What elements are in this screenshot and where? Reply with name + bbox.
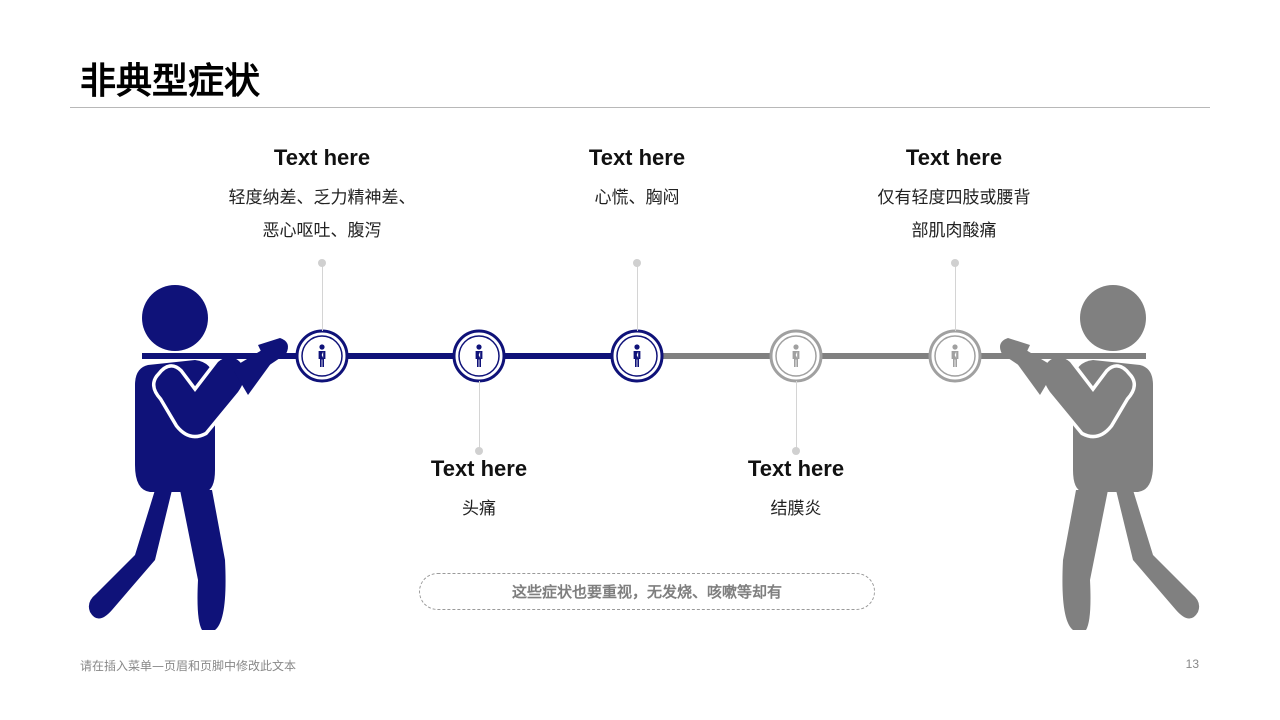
- right-tug-figure-icon: [1000, 285, 1199, 630]
- connector-line: [322, 263, 323, 331]
- timeline-marker-2: [452, 329, 506, 383]
- symptom-text: 仅有轻度四肢或腰背: [877, 188, 1031, 208]
- connector-line: [637, 263, 638, 331]
- connector-dot: [475, 447, 483, 455]
- symptom-text: 恶心呕吐、腹泻: [262, 221, 382, 241]
- symptom-heading: Text here: [747, 456, 845, 481]
- symptom-label-1: Text here 轻度纳差、乏力精神差、 恶心呕吐、腹泻: [192, 142, 452, 248]
- note-callout: 这些症状也要重视，无发烧、咳嗽等却有: [419, 573, 875, 610]
- symptom-text: 心慌、胸闷: [594, 188, 680, 208]
- timeline-marker-5: [928, 329, 982, 383]
- connector-dot: [633, 259, 641, 267]
- page-number: 13: [1185, 657, 1199, 671]
- timeline-marker-1: [295, 329, 349, 383]
- page-title: 非典型症状: [80, 61, 261, 102]
- footer-text: 请在插入菜单—页眉和页脚中修改此文本: [80, 659, 297, 673]
- connector-dot: [318, 259, 326, 267]
- symptom-text: 头痛: [462, 499, 496, 519]
- symptom-label-2: Text here 心慌、胸闷: [507, 142, 767, 215]
- symptom-label-5: Text here 结膜炎: [666, 453, 926, 526]
- symptom-text: 轻度纳差、乏力精神差、: [228, 188, 416, 208]
- symptom-heading: Text here: [430, 456, 528, 481]
- symptom-heading: Text here: [588, 145, 686, 170]
- symptom-heading: Text here: [905, 145, 1003, 170]
- timeline-marker-3: [610, 329, 664, 383]
- symptom-text: 部肌肉酸痛: [911, 221, 997, 241]
- connector-dot: [951, 259, 959, 267]
- timeline-marker-4: [769, 329, 823, 383]
- connector-dot: [792, 447, 800, 455]
- symptom-label-4: Text here 头痛: [349, 453, 609, 526]
- connector-line: [955, 263, 956, 331]
- left-tug-figure-icon: [89, 285, 288, 630]
- symptom-text: 结膜炎: [770, 499, 822, 519]
- connector-line: [796, 381, 797, 451]
- symptom-heading: Text here: [273, 145, 371, 170]
- symptom-label-3: Text here 仅有轻度四肢或腰背 部肌肉酸痛: [824, 142, 1084, 248]
- connector-line: [479, 381, 480, 451]
- title-divider: [70, 107, 1210, 108]
